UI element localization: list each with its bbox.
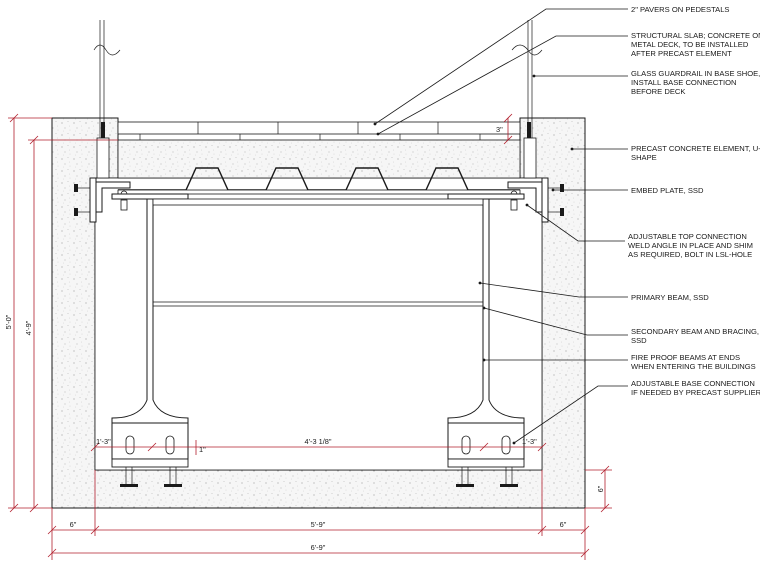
dim-overall-height: 5'-0" [4,314,13,329]
dim-slab-offset: 3" [496,125,503,134]
dimension-lines [8,113,612,560]
note-top-connection-3: AS REQUIRED, BOLT IN LSL-HOLE [628,250,752,259]
dim-base-mark: 1" [199,445,206,454]
structural-slab [117,139,521,179]
note-slab-2: METAL DECK, TO BE INSTALLED [631,40,749,49]
note-fireproof-2: WHEN ENTERING THE BUILDINGS [631,362,756,371]
note-slab-1: STRUCTURAL SLAB; CONCRETE ON [631,31,760,40]
glass-guardrail-left [93,20,121,179]
note-fireproof-1: FIRE PROOF BEAMS AT ENDS [631,353,740,362]
note-top-connection-1: ADJUSTABLE TOP CONNECTION [628,232,747,241]
note-precast-1: PRECAST CONCRETE ELEMENT, U- [631,144,760,153]
note-secondary-beam-2: SSD [631,336,647,345]
leader-lines [374,8,628,444]
dim-wall-right: 6" [560,520,567,529]
dim-between-bases: 4'-3 1/8" [304,437,331,446]
note-base-connection-2: IF NEEDED BY PRECAST SUPPLIER [631,388,760,397]
base-connection-left [111,422,189,487]
note-base-connection-1: ADJUSTABLE BASE CONNECTION [631,379,755,388]
base-connection-right [447,422,525,487]
pedestals [139,134,481,140]
note-embed: EMBED PLATE, SSD [631,186,704,195]
dim-wall-left: 6" [70,520,77,529]
note-primary-beam: PRIMARY BEAM, SSD [631,293,709,302]
note-guardrail-2: INSTALL BASE CONNECTION [631,78,737,87]
dim-base-right: 1'-3" [522,437,537,446]
note-pavers: 2" PAVERS ON PEDESTALS [631,5,730,14]
glass-guardrail-right [511,20,543,179]
dim-overall-width: 6'-9" [311,543,326,552]
dim-inner-height: 4'-9" [24,320,33,335]
leader-dots [373,74,574,445]
dim-base-thickness: 6" [596,485,605,492]
pavers [117,121,521,135]
note-precast-2: SHAPE [631,153,657,162]
note-guardrail-3: BEFORE DECK [631,87,685,96]
secondary-beam [152,198,484,307]
dim-base-left: 1'-3" [96,437,111,446]
note-guardrail-1: GLASS GUARDRAIL IN BASE SHOE, [631,69,760,78]
note-top-connection-2: WELD ANGLE IN PLACE AND SHIM [628,241,753,250]
embed-plate-right [507,177,564,223]
note-slab-3: AFTER PRECAST ELEMENT [631,49,732,58]
dim-inner-width: 5'-9" [311,520,326,529]
deck-bottom-plate [117,189,521,195]
note-secondary-beam-1: SECONDARY BEAM AND BRACING, [631,327,759,336]
